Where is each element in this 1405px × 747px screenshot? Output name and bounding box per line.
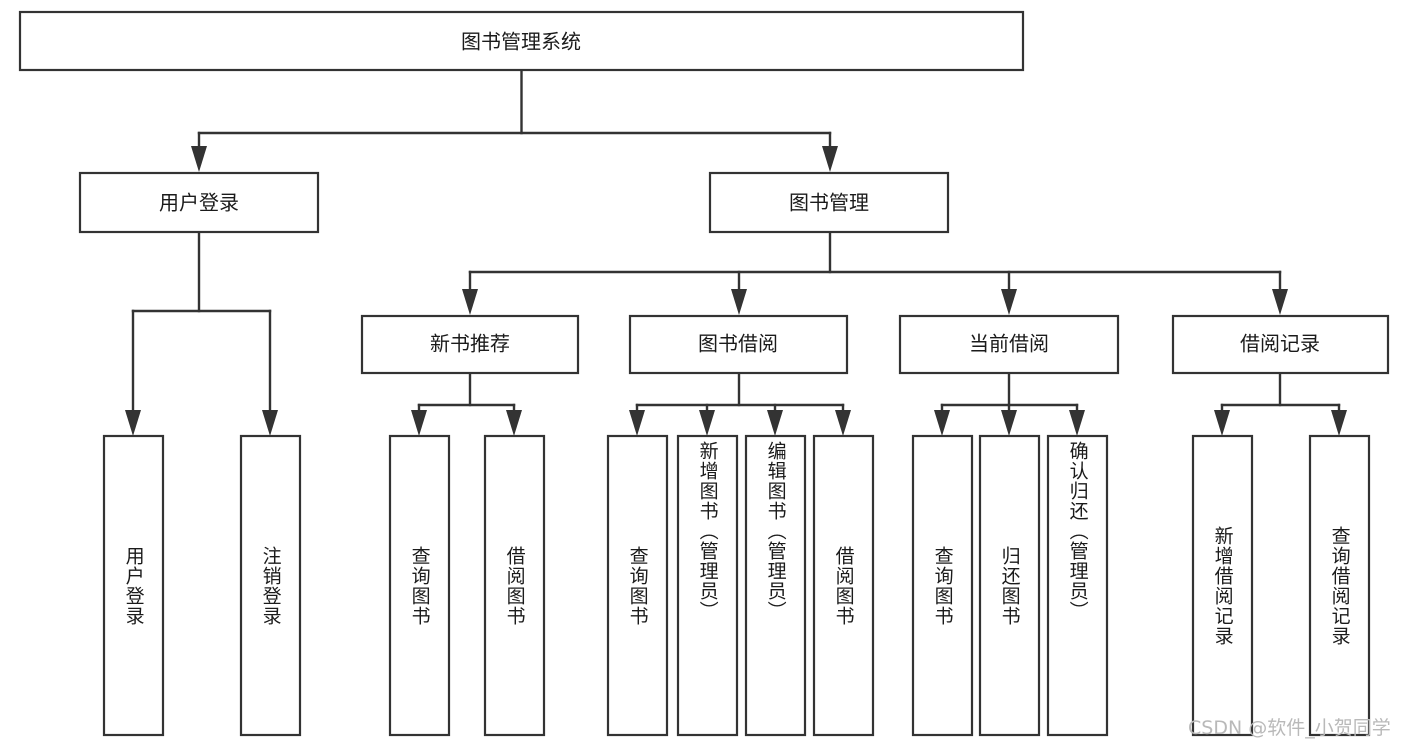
node-current-borrow[interactable]: 当前借阅 [898,314,1120,375]
arrowhead-leaf-confirm-return [1069,410,1085,436]
node-leaf-query-book-1-box[interactable] [388,434,451,737]
arrowhead-leaf-borrow-book-1 [506,410,522,436]
arrowhead-book-management [822,146,838,172]
node-book-management-box[interactable] [708,171,950,234]
arrowhead-leaf-add-book [699,410,715,436]
node-root-box[interactable] [18,10,1025,72]
node-leaf-add-book-box[interactable] [676,434,739,737]
arrowhead-leaf-user-login [125,410,141,436]
node-borrow-record-label: 借阅记录 [1240,332,1320,356]
arrowhead-leaf-query-book-1 [411,410,427,436]
edge-group-borrow-record-to-leaves [1214,371,1347,436]
arrowhead-leaf-query-borrow-record [1331,410,1347,436]
node-book-borrow[interactable]: 图书借阅 [628,314,849,375]
node-leaf-query-book-2-box[interactable] [606,434,669,737]
arrowhead-leaf-borrow-book-2 [835,410,851,436]
node-book-borrow-box[interactable] [628,314,849,375]
edge-group-current-borrow-to-leaves [934,371,1085,436]
node-current-borrow-box[interactable] [898,314,1120,375]
arrowhead-leaf-return-book [1001,410,1017,436]
node-leaf-edit-book-box[interactable] [744,434,807,737]
node-new-book-recommend-label: 新书推荐 [430,332,510,356]
arrowhead-leaf-logout-login [262,410,278,436]
edge-group-user-login-to-leaves [125,230,278,436]
node-book-management-label: 图书管理 [789,191,869,215]
node-leaf-query-borrow-record-box[interactable] [1308,434,1371,737]
node-borrow-record[interactable]: 借阅记录 [1171,314,1390,375]
edge-group-new-book-recommend-to-leaves [411,371,522,436]
edge-group-book-borrow-to-leaves [629,371,851,436]
arrowhead-leaf-query-book-2 [629,410,645,436]
node-book-borrow-label: 图书借阅 [698,332,778,356]
node-root-label: 图书管理系统 [461,30,581,54]
node-leaf-return-book-box[interactable] [978,434,1041,737]
node-leaf-borrow-book-2-box[interactable] [812,434,875,737]
arrowhead-borrow-record [1272,289,1288,315]
arrowhead-leaf-edit-book [767,410,783,436]
node-root[interactable]: 图书管理系统 [18,10,1025,72]
node-leaf-user-login-box[interactable] [102,434,165,737]
watermark-text: CSDN @软件_小贺同学 [1188,717,1391,739]
node-user-login[interactable]: 用户登录 [78,171,320,234]
arrowhead-new-book-recommend [462,289,478,315]
node-current-borrow-label: 当前借阅 [969,332,1049,356]
node-user-login-label: 用户登录 [159,191,239,215]
edge-group-book-management-to-level3 [462,230,1288,315]
node-leaf-logout-login-box[interactable] [239,434,302,737]
node-new-book-recommend[interactable]: 新书推荐 [360,314,580,375]
node-book-management[interactable]: 图书管理 [708,171,950,234]
node-leaf-query-book-3-box[interactable] [911,434,974,737]
node-borrow-record-box[interactable] [1171,314,1390,375]
arrowhead-current-borrow [1001,289,1017,315]
arrowhead-leaf-query-book-3 [934,410,950,436]
arrowhead-user-login [191,146,207,172]
leaf-box-group [102,434,1371,737]
node-user-login-box[interactable] [78,171,320,234]
edge-group-root-to-level2 [191,68,838,172]
arrowhead-book-borrow [731,289,747,315]
arrowhead-leaf-add-borrow-record [1214,410,1230,436]
node-leaf-borrow-book-1-box[interactable] [483,434,546,737]
node-leaf-confirm-return-box[interactable] [1046,434,1109,737]
node-new-book-recommend-box[interactable] [360,314,580,375]
node-leaf-add-borrow-record-box[interactable] [1191,434,1254,737]
